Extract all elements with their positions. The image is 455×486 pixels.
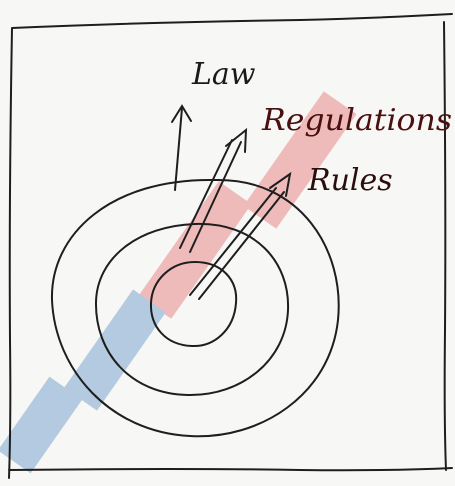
label-regulations: Regulations (261, 103, 452, 138)
inner-circle (149, 260, 238, 348)
arrow-law (171, 104, 192, 191)
arrow-rules (189, 171, 292, 300)
outer-circle (50, 178, 340, 438)
frame-border (8, 13, 453, 479)
middle-circle (94, 222, 290, 397)
label-rules: Rules (307, 163, 393, 198)
label-law: Law (191, 57, 256, 92)
arrow-regulations (179, 127, 248, 253)
